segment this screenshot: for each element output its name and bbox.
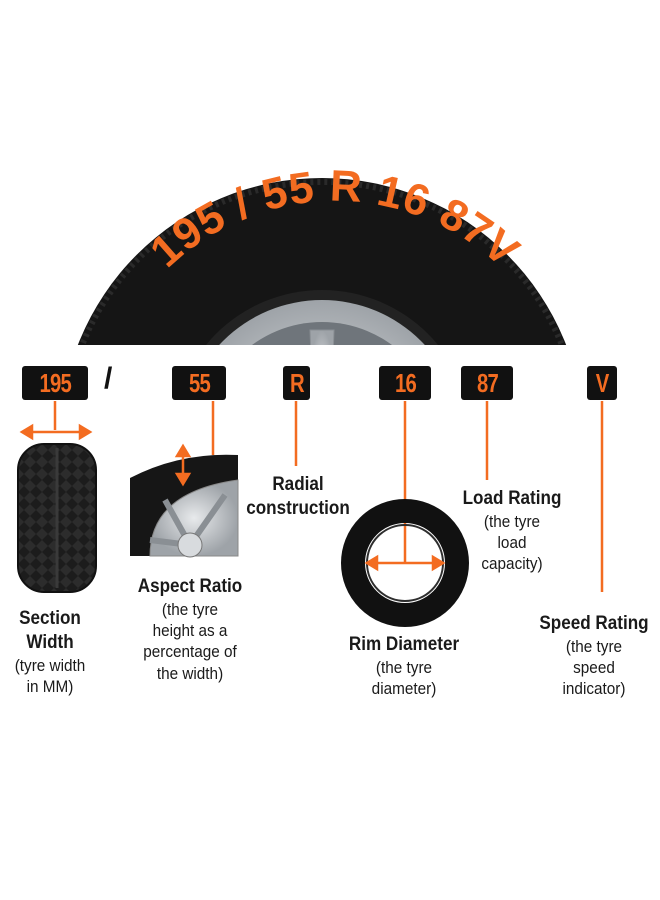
aspect-ratio-title: Aspect Ratio [137,576,243,597]
load-rating-title: Load Rating [462,488,562,509]
label-aspect-ratio: Aspect Ratio (the tyre height as a perce… [120,575,260,684]
code-load-text: 87 [476,367,498,398]
label-radial: Radial construction [236,473,360,521]
aspect-ratio-desc: (the tyre height as a percentage of the … [143,599,237,683]
label-speed-rating: Speed Rating (the tyre speed indicator) [528,612,660,700]
code-box-speed: V [587,366,617,400]
load-rating-desc: (the tyre load capacity) [481,511,543,574]
aspect-ratio-wheel-illustration [130,454,239,558]
diameter-arrow [364,554,446,572]
code-separator: / [104,362,113,395]
code-box-construction: R [283,366,310,400]
code-box-rim: 16 [379,366,431,400]
code-width-text: 195 [39,367,71,398]
width-arrow [19,423,93,441]
section-width-desc: (tyre width in MM) [14,655,86,696]
code-box-width: 195 [22,366,88,400]
section-width-title: Section Width [19,608,81,653]
code-speed-text: V [595,367,610,398]
code-construction-text: R [289,367,305,398]
speed-rating-title: Speed Rating [539,613,649,634]
code-rim-text: 16 [394,367,416,398]
rim-diameter-desc: (the tyre diameter) [371,657,437,698]
main-tyre-arc [77,178,567,345]
rim-diameter-title: Rim Diameter [348,634,460,655]
label-section-width: Section Width (tyre width in MM) [0,607,100,697]
code-aspect-text: 55 [188,367,210,398]
radial-title: Radial construction [246,474,350,519]
code-box-aspect: 55 [172,366,226,400]
tread-tyre-illustration [17,443,97,593]
speed-rating-desc: (the tyre speed indicator) [562,636,626,699]
code-box-load: 87 [461,366,513,400]
label-rim-diameter: Rim Diameter (the tyre diameter) [328,633,480,699]
label-load-rating: Load Rating (the tyre load capacity) [450,487,574,575]
height-arrow [174,443,192,487]
